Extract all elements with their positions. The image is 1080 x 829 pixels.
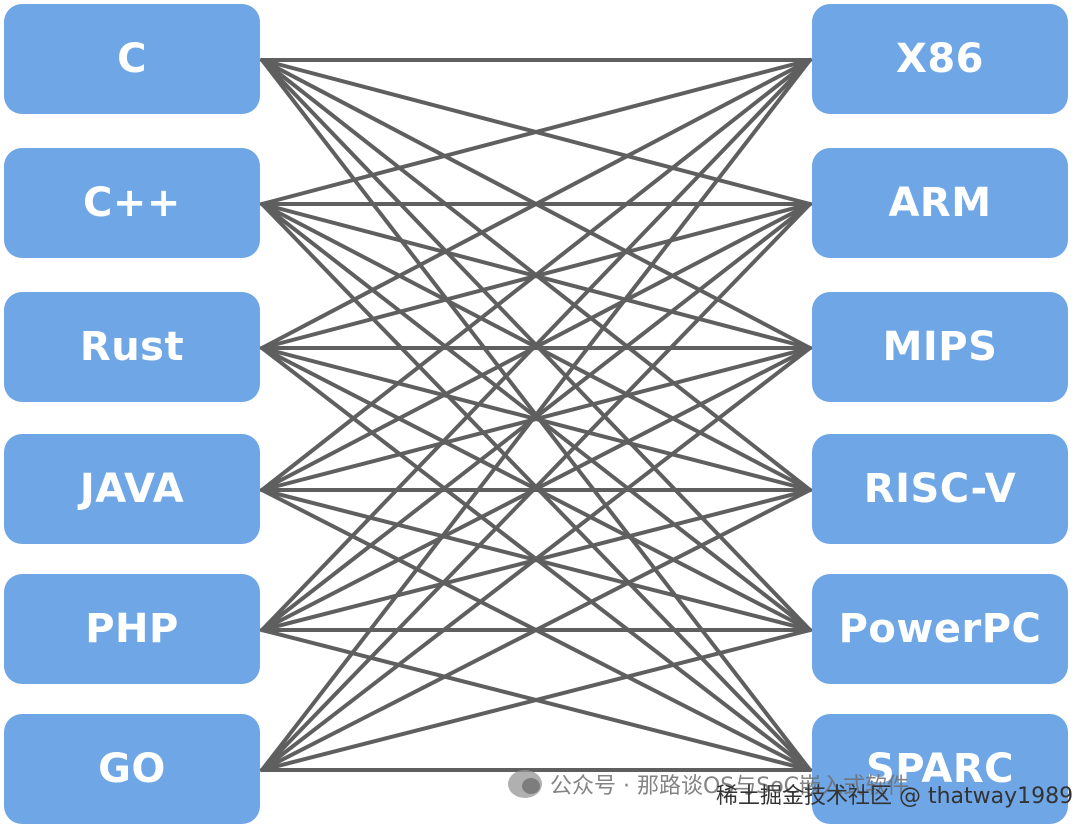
wechat-icon (508, 770, 542, 798)
node-arch-mips: MIPS (812, 292, 1068, 402)
edge-4-0 (260, 58, 812, 632)
node-arch-powerpc: PowerPC (812, 574, 1068, 684)
edge-3-0 (260, 58, 812, 492)
edge-5-4 (260, 628, 812, 772)
node-language-cpp: C++ (4, 148, 260, 258)
node-arch-arm: ARM (812, 148, 1068, 258)
credit-text: 稀土掘金技术社区 @ thatway1989 (716, 784, 1074, 809)
edge-2-0 (260, 58, 812, 350)
node-arch-x86: X86 (812, 4, 1068, 114)
node-language-c: C (4, 4, 260, 114)
node-language-go: GO (4, 714, 260, 824)
node-language-java: JAVA (4, 434, 260, 544)
node-language-rust: Rust (4, 292, 260, 402)
edge-5-3 (260, 488, 812, 772)
watermark-text: 公众号 · 那路谈OS与SoC嵌入式软件 (550, 774, 910, 799)
edge-5-0 (260, 58, 812, 772)
watermark: 公众号 · 那路谈OS与SoC嵌入式软件 (508, 768, 909, 800)
node-arch-sparc: SPARC (812, 714, 1068, 824)
node-language-php: PHP (4, 574, 260, 684)
edge-1-0 (260, 58, 812, 206)
edge-5-2 (260, 346, 812, 772)
node-arch-riscv: RISC-V (812, 434, 1068, 544)
edge-5-1 (260, 202, 812, 772)
